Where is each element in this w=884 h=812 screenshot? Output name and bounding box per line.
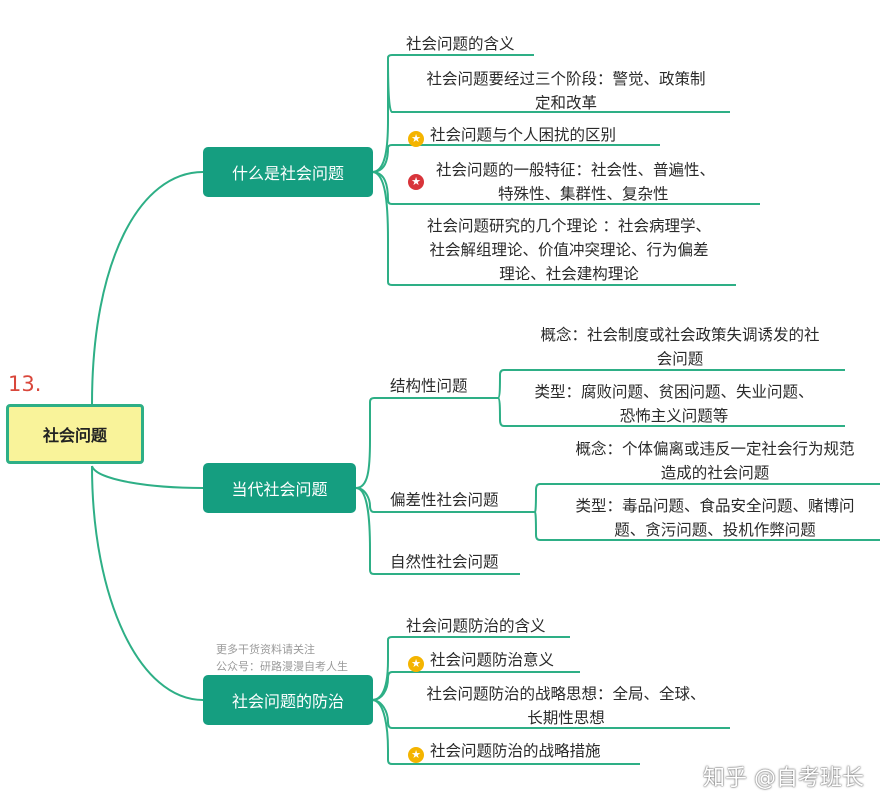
node-structural-concept[interactable]: 概念：社会制度或社会政策失调诱发的社 会问题 (518, 323, 842, 371)
star-yellow-icon: ★ (408, 131, 424, 147)
root-node[interactable]: 社会问题 (6, 404, 144, 464)
node-line: 长期性思想 (527, 709, 605, 727)
node-line: 造成的社会问题 (660, 464, 770, 482)
node-line: 理论、社会建构理论 (499, 265, 639, 283)
node-line: 概念：个体偏离或违反一定社会行为规范 (575, 440, 855, 458)
node-line: 特殊性、集群性、复杂性 (498, 185, 669, 203)
watermark-zhihu: 知乎 @自考班长 (703, 766, 864, 791)
node-difference[interactable]: ★ 社会问题与个人困扰的区别 (408, 123, 616, 147)
node-prevention-strategy-thought[interactable]: 社会问题防治的战略思想：全局、全球、 长期性思想 (406, 682, 726, 730)
node-deviant-concept[interactable]: 概念：个体偏离或违反一定社会行为规范 造成的社会问题 (554, 437, 876, 485)
node-three-stages[interactable]: 社会问题要经过三个阶段：警觉、政策制 定和改革 (406, 67, 726, 115)
node-prevention-significance[interactable]: ★ 社会问题防治意义 (408, 648, 554, 672)
node-line: 概念：社会制度或社会政策失调诱发的社 (540, 326, 820, 344)
diagram-number: 13. (8, 372, 42, 396)
node-structural-types[interactable]: 类型：腐败问题、贫困问题、失业问题、 恐怖主义问题等 (518, 380, 830, 428)
star-yellow-icon: ★ (408, 656, 424, 672)
node-line: 定和改革 (534, 94, 597, 112)
node-line: 题、贪污问题、投机作弊问题 (614, 521, 816, 539)
node-line: 社会问题研究的几个理论 ：社会病理学、 (427, 217, 711, 235)
node-features[interactable]: ★ 社会问题的一般特征：社会性、普遍性、 特殊性、集群性、复杂性 (408, 158, 715, 206)
node-line: 社会问题防治的战略思想：全局、全球、 (426, 685, 706, 703)
node-deviant-types[interactable]: 类型：毒品问题、食品安全问题、赌博问 题、贪污问题、投机作弊问题 (554, 494, 876, 542)
node-line: 社会问题的一般特征：社会性、普遍性、 (436, 161, 716, 179)
node-theories[interactable]: 社会问题研究的几个理论 ：社会病理学、 社会解组理论、价值冲突理论、行为偏差 理… (406, 214, 732, 286)
node-line: 类型：腐败问题、贫困问题、失业问题、 (534, 383, 814, 401)
branch-contemporary-problems[interactable]: 当代社会问题 (203, 463, 356, 513)
node-label: 社会问题防治的战略措施 (430, 742, 601, 760)
watermark-line-2: 公众号：研路漫漫自考人生 (216, 660, 348, 673)
node-line: 类型：毒品问题、食品安全问题、赌博问 (575, 497, 855, 515)
node-line: 恐怖主义问题等 (619, 407, 729, 425)
branch-prevention[interactable]: 社会问题的防治 (203, 675, 373, 725)
node-meaning[interactable]: 社会问题的含义 (406, 35, 515, 53)
sub-deviant[interactable]: 偏差性社会问题 (390, 491, 499, 509)
branch-what-is-social-problem[interactable]: 什么是社会问题 (203, 147, 373, 197)
sub-natural[interactable]: 自然性社会问题 (390, 553, 499, 571)
star-yellow-icon: ★ (408, 747, 424, 763)
node-prevention-strategy-measures[interactable]: ★ 社会问题防治的战略措施 (408, 739, 601, 763)
star-red-icon: ★ (408, 174, 424, 190)
sub-structural[interactable]: 结构性问题 (390, 377, 468, 395)
node-line: 社会问题要经过三个阶段：警觉、政策制 (426, 70, 706, 88)
node-label: 社会问题防治意义 (430, 651, 555, 669)
node-line: 会问题 (656, 350, 704, 368)
watermark-line-1: 更多干货资料请关注 (216, 643, 315, 656)
node-line: 社会解组理论、价值冲突理论、行为偏差 (429, 241, 709, 259)
node-prevention-meaning[interactable]: 社会问题防治的含义 (406, 617, 546, 635)
node-label: 社会问题与个人困扰的区别 (430, 126, 617, 144)
